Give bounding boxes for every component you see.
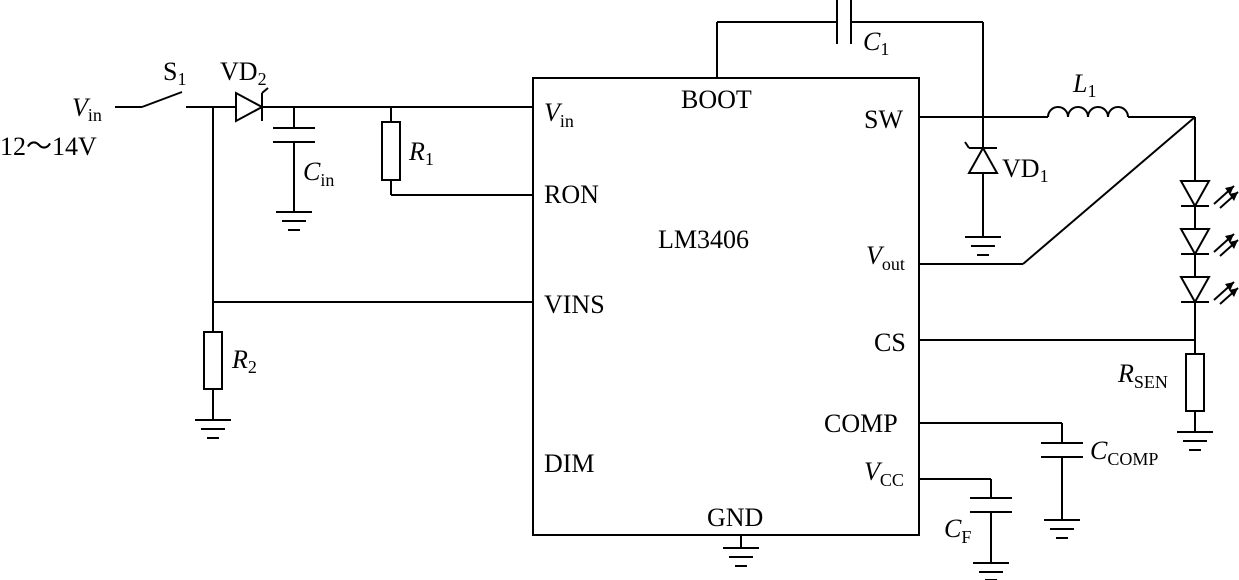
boot-wiring xyxy=(716,0,984,117)
ccomp-label: CCOMP xyxy=(1090,436,1158,469)
ic-pin-ron: RON xyxy=(544,180,599,209)
input-wiring xyxy=(115,87,533,439)
ic-body xyxy=(532,77,920,536)
ic-pin-comp: COMP xyxy=(824,409,898,438)
vin-input-label: Vin xyxy=(72,93,102,125)
ic-pin-vcc: VCC xyxy=(864,457,904,490)
ic-gnd-wiring xyxy=(723,535,759,567)
r2-label: R2 xyxy=(231,345,257,377)
ic-pin-cs: CS xyxy=(874,328,906,357)
cin-label: Cin xyxy=(303,157,334,190)
vd2-label: VD2 xyxy=(220,57,267,89)
rsen-label: RSEN xyxy=(1117,359,1168,392)
ic-name: LM3406 xyxy=(658,225,749,254)
led-string xyxy=(919,117,1239,451)
vd1-label: VD1 xyxy=(1002,154,1049,186)
comp-vcc-wiring xyxy=(919,422,1083,580)
voltage-range-label: 12～14V xyxy=(0,132,97,161)
s1-label: S1 xyxy=(163,57,186,89)
ic-pin-vout: Vout xyxy=(866,241,905,274)
ic-pin-gnd: GND xyxy=(707,503,763,532)
cf-label: CF xyxy=(944,514,971,547)
l1-label: L1 xyxy=(1072,69,1096,101)
ic-pin-vin: Vin xyxy=(544,98,574,131)
r1-label: R1 xyxy=(408,137,434,169)
ic-pin-dim: DIM xyxy=(544,449,595,478)
c1-label: C1 xyxy=(863,27,889,59)
ic-pin-boot: BOOT xyxy=(681,85,752,114)
ic-pin-sw: SW xyxy=(864,105,903,134)
ic-pin-vins: VINS xyxy=(544,290,605,319)
sw-wiring xyxy=(919,106,1196,265)
